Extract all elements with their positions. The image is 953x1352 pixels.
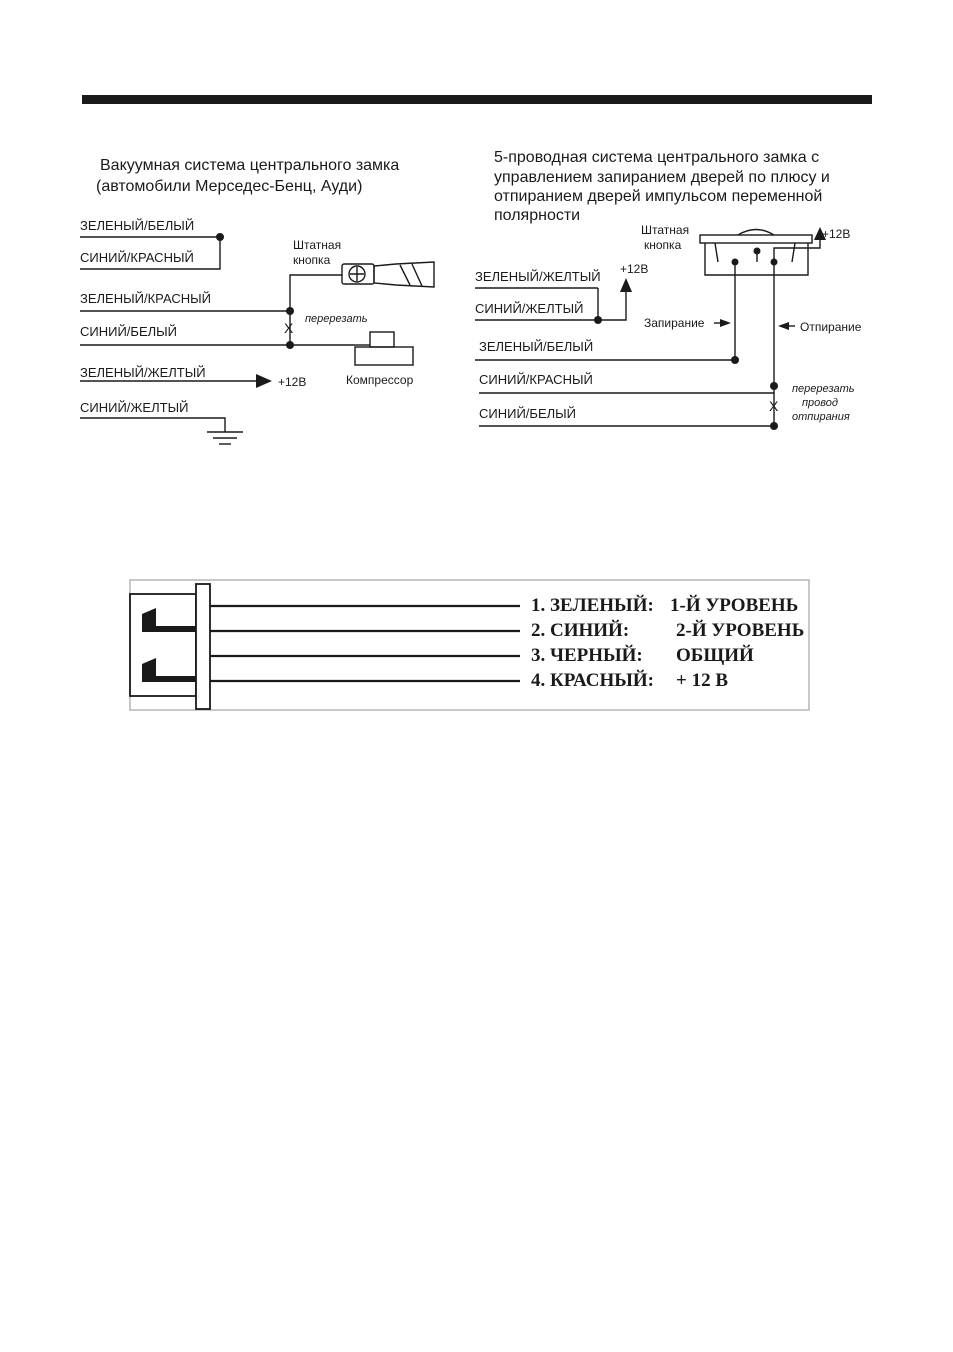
five-wire-title-line-2: управлением запиранием дверей по плюсу и [494,169,830,186]
vacuum-button-label-2: кнопка [293,253,331,267]
five-wire-plus12-top-label: +12В [822,227,850,241]
pin-2-name: 2. СИНИЙ: [531,619,629,641]
vacuum-title-line-2: (автомобили Мерседес-Бенц, Ауди) [96,178,362,195]
connector-frame [129,579,810,711]
pin-4-name: 4. КРАСНЫЙ: [531,669,654,691]
five-wire-button-label-1: Штатная [641,223,689,237]
five-wire-title-line-1: 5-проводная система центрального замка с [494,149,819,166]
vacuum-button-label-1: Штатная [293,238,341,252]
five-wire-label-4: СИНИЙ/КРАСНЫЙ [479,372,593,387]
vacuum-wire-label-3: ЗЕЛЕНЫЙ/КРАСНЫЙ [80,291,211,306]
ground-icon [207,431,243,445]
lock-arrow [720,319,731,327]
factory-button-icon [341,261,435,288]
five-wire-title-line-3: отпиранием дверей импульсом переменной [494,188,822,205]
pin-1-value: 1-Й УРОВЕНЬ [670,594,798,616]
vacuum-cut-label: перерезать [305,313,368,325]
unlock-arrow [778,322,789,330]
compressor-label: Компрессор [346,373,414,387]
pin-3-value: ОБЩИЙ [676,644,754,666]
connector-plug-icon [129,583,211,710]
pin-3-name: 3. ЧЕРНЫЙ: [531,644,643,666]
five-wire-cut-note-3: отпирания [792,411,850,423]
vacuum-wire-2 [80,237,221,270]
pin-1-name: 1. ЗЕЛЕНЫЙ: [531,594,654,616]
five-wire-node-3 [731,356,739,364]
five-wire-label-5: СИНИЙ/БЕЛЫЙ [479,406,576,421]
five-wire-cut-note-1: перерезать [792,383,855,395]
vacuum-plus12-arrow [256,374,272,388]
vacuum-wire-label-6: СИНИЙ/ЖЕЛТЫЙ [80,400,188,415]
five-wire-node-4 [770,382,778,390]
unlock-label: Отпирание [800,320,862,334]
five-wire-button-label-2: кнопка [644,238,682,252]
five-wire-title-line-4: полярности [494,207,580,224]
five-wire-plus12-top-arrow [814,227,826,240]
vacuum-title-line-1: Вакуумная система центрального замка [100,157,399,174]
pin-2-value: 2-Й УРОВЕНЬ [676,619,804,641]
five-wire-plus12-left-arrow [620,278,632,292]
vacuum-wire-label-2: СИНИЙ/КРАСНЫЙ [80,250,194,265]
vacuum-wire-label-1: ЗЕЛЕНЫЙ/БЕЛЫЙ [80,218,194,233]
five-wire-plus12-lead [598,290,627,321]
five-wire-label-3: ЗЕЛЕНЫЙ/БЕЛЫЙ [479,339,593,354]
vacuum-cut-mark: X [284,320,294,336]
top-rule [82,95,872,104]
vacuum-plus12-label: +12В [278,375,306,389]
compressor-icon [354,331,414,366]
door-switch-icon [699,228,821,276]
vacuum-wire-label-4: СИНИЙ/БЕЛЫЙ [80,324,177,339]
pin-4-value: + 12 В [676,670,728,691]
five-wire-label-2: СИНИЙ/ЖЕЛТЫЙ [475,301,583,316]
five-wire-label-1: ЗЕЛЕНЫЙ/ЖЕЛТЫЙ [475,269,601,284]
five-wire-node-5 [770,422,778,430]
vacuum-wire-label-5: ЗЕЛЕНЫЙ/ЖЕЛТЫЙ [80,365,206,380]
vacuum-wire-6 [80,417,226,432]
five-wire-plus12-left-label: +12В [620,262,648,276]
five-wire-cut-note-2: провод [802,397,838,409]
lock-label: Запирание [644,316,705,330]
vacuum-button-lead [289,274,342,311]
